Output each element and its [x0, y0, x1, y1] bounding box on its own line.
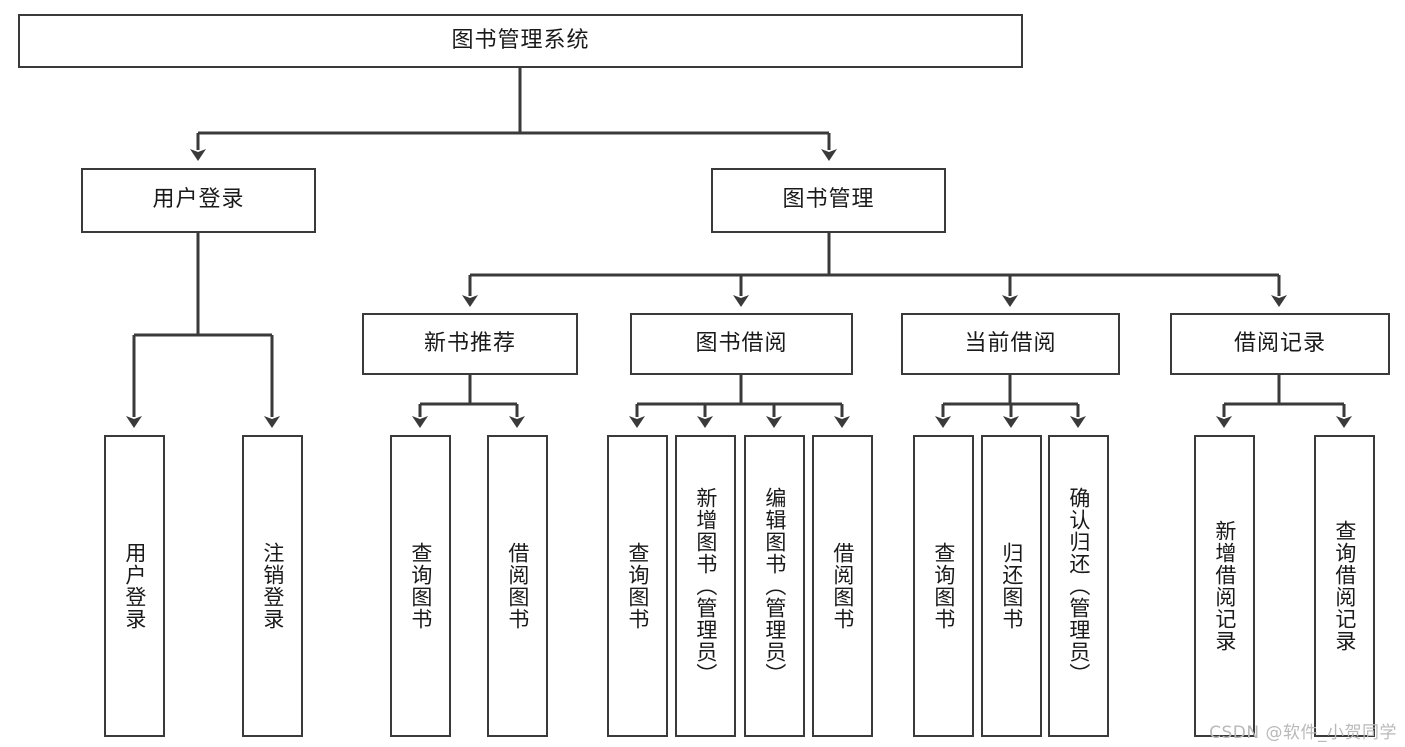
node-leaf-logout-login-label: 注销登录 [260, 542, 285, 630]
node-root[interactable]: 图书管理系统 [18, 14, 1023, 68]
node-leaf-query-book-2-label: 查询图书 [625, 542, 650, 630]
node-root-label: 图书管理系统 [451, 27, 590, 53]
node-leaf-logout-login[interactable]: 注销登录 [242, 435, 303, 737]
node-leaf-borrow-book-2-label: 借阅图书 [830, 542, 855, 630]
node-leaf-user-login-label: 用户登录 [122, 542, 147, 630]
node-new-book-recommend-label: 新书推荐 [423, 330, 516, 356]
node-leaf-query-book-2[interactable]: 查询图书 [607, 435, 668, 737]
node-new-book-recommend[interactable]: 新书推荐 [362, 313, 578, 375]
node-leaf-query-record-label: 查询借阅记录 [1332, 520, 1357, 652]
node-leaf-query-book-3-label: 查询图书 [931, 542, 956, 630]
node-leaf-query-record[interactable]: 查询借阅记录 [1314, 435, 1375, 737]
node-book-borrow-label: 图书借阅 [695, 330, 788, 356]
node-leaf-query-book-3[interactable]: 查询图书 [913, 435, 974, 737]
node-leaf-return-book-label: 归还图书 [999, 542, 1024, 630]
node-leaf-query-book-1-label: 查询图书 [408, 542, 433, 630]
node-leaf-add-book-label: 新增图书（管理员） [693, 487, 718, 685]
node-leaf-return-book[interactable]: 归还图书 [981, 435, 1042, 737]
node-leaf-add-book[interactable]: 新增图书（管理员） [675, 435, 736, 737]
node-leaf-edit-book[interactable]: 编辑图书（管理员） [744, 435, 805, 737]
node-leaf-edit-book-label: 编辑图书（管理员） [762, 487, 787, 685]
node-borrow-record[interactable]: 借阅记录 [1170, 313, 1390, 375]
node-leaf-borrow-book-2[interactable]: 借阅图书 [812, 435, 873, 737]
node-current-borrow[interactable]: 当前借阅 [901, 313, 1120, 375]
node-leaf-add-record-label: 新增借阅记录 [1212, 520, 1237, 652]
node-book-borrow[interactable]: 图书借阅 [630, 313, 853, 375]
node-leaf-confirm-return-label: 确认归还（管理员） [1066, 487, 1091, 685]
node-borrow-record-label: 借阅记录 [1233, 330, 1326, 356]
node-book-manage[interactable]: 图书管理 [711, 168, 946, 233]
node-leaf-add-record[interactable]: 新增借阅记录 [1194, 435, 1255, 737]
node-book-manage-label: 图书管理 [782, 187, 875, 213]
node-leaf-borrow-book-1[interactable]: 借阅图书 [487, 435, 548, 737]
node-leaf-borrow-book-1-label: 借阅图书 [505, 542, 530, 630]
node-user-login[interactable]: 用户登录 [81, 168, 316, 233]
node-leaf-confirm-return[interactable]: 确认归还（管理员） [1048, 435, 1109, 737]
node-leaf-user-login[interactable]: 用户登录 [104, 435, 165, 737]
node-user-login-label: 用户登录 [152, 187, 245, 213]
node-current-borrow-label: 当前借阅 [964, 330, 1057, 356]
node-leaf-query-book-1[interactable]: 查询图书 [390, 435, 451, 737]
